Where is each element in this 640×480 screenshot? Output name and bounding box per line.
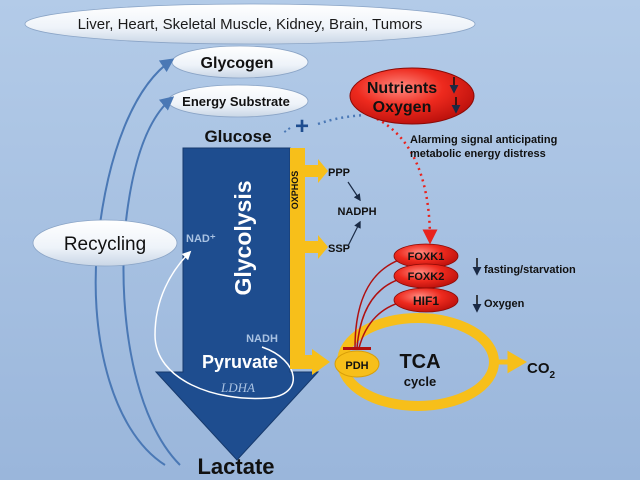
- co2-label: CO2: [527, 360, 556, 381]
- ppp-label: PPP: [328, 167, 350, 179]
- nad-plus-label: NAD⁺: [186, 233, 216, 245]
- co2-text: CO: [527, 360, 550, 377]
- lactate-label: Lactate: [197, 454, 274, 479]
- nad-recycle-arrow: [154, 250, 295, 400]
- plus-to-glucose-dots: [282, 127, 291, 134]
- ldha-label: LDHA: [220, 380, 255, 395]
- foxk1-oval: FOXK1: [393, 243, 459, 269]
- oxphos-label: OXPHOS: [290, 171, 300, 210]
- oxphos-bar: [290, 148, 305, 360]
- recycling-label: Recycling: [64, 234, 146, 255]
- ppp-arrow: [305, 159, 328, 183]
- ssp-label: SSP: [328, 243, 350, 255]
- foxk2-label: FOXK2: [408, 271, 445, 283]
- signal-dotted-line: [317, 113, 366, 126]
- red-dotted-signal: [365, 112, 438, 245]
- ppp-to-nadph-arrow: [347, 181, 361, 202]
- oxygen-red-label: Oxygen: [373, 99, 432, 116]
- energy-substrate-label: Energy Substrate: [182, 94, 290, 109]
- cycle-label: cycle: [404, 374, 437, 389]
- alarm-line-2: metabolic energy distress: [410, 148, 546, 160]
- ssp-to-nadph-arrow: [347, 220, 361, 247]
- energy-substrate-oval: Energy Substrate: [167, 84, 309, 118]
- glycogen-oval: Glycogen: [171, 45, 309, 79]
- plus-sign: +: [295, 113, 309, 140]
- pdh-oval: [334, 350, 380, 378]
- nadph-label: NADPH: [337, 206, 376, 218]
- co2-subscript: 2: [550, 370, 556, 381]
- hif1-label: HIF1: [413, 294, 439, 308]
- tca-label: TCA: [399, 351, 440, 373]
- pdh-inhibition-bar: [343, 347, 371, 350]
- pyruvate-to-pdh-arrow: [290, 349, 330, 375]
- nadh-label: NADH: [246, 333, 278, 345]
- hif1-oval: HIF1: [393, 287, 459, 313]
- tca-to-co2-arrow: [490, 350, 527, 374]
- ssp-arrow: [305, 235, 328, 259]
- pdh-label: PDH: [345, 360, 368, 372]
- nutrients-label: Nutrients: [367, 80, 437, 97]
- fasting-label: fasting/starvation: [484, 264, 576, 276]
- pyruvate-label: Pyruvate: [202, 352, 278, 372]
- recycling-oval: Recycling: [32, 219, 178, 267]
- oxygen-low-label: Oxygen: [484, 298, 525, 310]
- glucose-label: Glucose: [204, 127, 271, 146]
- organs-label: Liver, Heart, Skeletal Muscle, Kidney, B…: [78, 16, 423, 33]
- glycolysis-label: Glycolysis: [230, 180, 256, 295]
- foxk2-oval: FOXK2: [393, 263, 459, 289]
- foxk1-label: FOXK1: [408, 251, 445, 263]
- glycogen-label: Glycogen: [201, 55, 274, 72]
- nutrients-oxygen-oval: Nutrients Oxygen: [349, 67, 475, 125]
- organs-banner: Liver, Heart, Skeletal Muscle, Kidney, B…: [24, 3, 476, 45]
- alarm-line-1: Alarming signal anticipating: [410, 134, 557, 146]
